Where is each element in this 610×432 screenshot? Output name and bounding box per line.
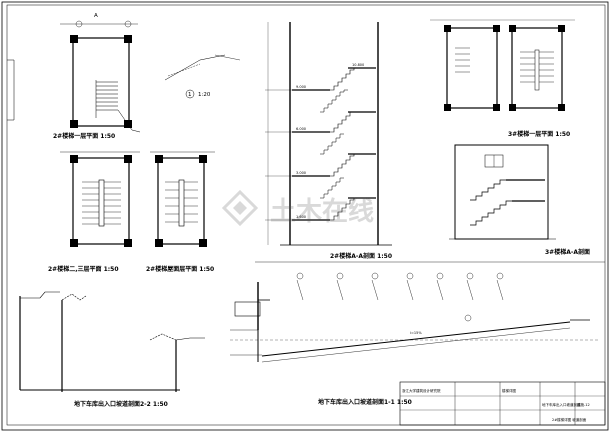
stair-section-aa: 9.000 6.000 3.000 1.600 10.800 2#楼梯A-A剖面… [265,22,392,260]
title-block-sheet-no: 建施-12 [577,402,590,407]
axis-bubbles [255,261,605,301]
title-ramp-11: 地下车库出入口坡道剖面1-1 1:50 [318,398,412,406]
stair3-plans: 3#楼梯一层平面 1:50 [430,19,575,138]
detail-scale: 1:20 [198,92,211,98]
elevation-label-3: 6.000 [296,127,306,131]
elevation-label-4: 9.000 [296,85,306,89]
watermark: 土木在线 [221,189,374,227]
title-block-drawing: 地下车库出入口坡道剖面 [542,402,581,407]
section-mark-a: A [94,13,98,19]
ramp-section-22: 地下车库出入口坡道剖面2-2 1:50 [19,291,205,408]
title-stair3-floor1: 3#楼梯一层平面 1:50 [508,130,570,138]
ramp-slope-label: i=15% [410,331,422,335]
title-stair-floor23: 2#楼梯二,三层平面 1:50 [48,265,119,273]
elevation-label-1: 1.600 [296,215,306,219]
elevation-label-2: 3.000 [296,171,306,175]
title-block: 浙江大学建筑设计研究院 楼梯详图 地下车库出入口坡道剖面 建施-12 2#楼梯详… [399,381,606,426]
title-stair-floor1: 2#楼梯一层平面 1:50 [53,132,115,140]
watermark-text: 土木在线 [270,197,374,227]
inner-border [6,4,606,426]
title-stair3-section: 3#楼梯A-A剖面 [545,248,590,256]
stair-top-plan: 2#楼梯屋面层平面 1:50 [146,151,215,273]
title-block-company: 浙江大学建筑设计研究院 [402,388,441,393]
detail-1: 1 1:20 [164,54,241,99]
stair3-section: 3#楼梯A-A剖面 [449,144,590,256]
elevation-label-5: 10.800 [352,63,364,67]
title-stair-section: 2#楼梯A-A剖面 1:50 [330,252,392,260]
stair-floor1-plan: A 2#楼梯一层平面 1:50 [53,13,141,140]
ramp-section-11: i=15% 地下车库出入口坡道剖面1-1 1:50 [230,282,600,406]
title-block-project: 楼梯详图 [502,388,516,393]
title-stair-top: 2#楼梯屋面层平面 1:50 [146,265,214,273]
title-ramp-22: 地下车库出入口坡道剖面2-2 1:50 [74,400,168,408]
footer-code: 2#楼梯详图 坡道剖面 [552,417,587,422]
detail-number: 1 [188,92,192,98]
stair-floor23-plan: 2#楼梯二,三层平面 1:50 [48,151,140,273]
